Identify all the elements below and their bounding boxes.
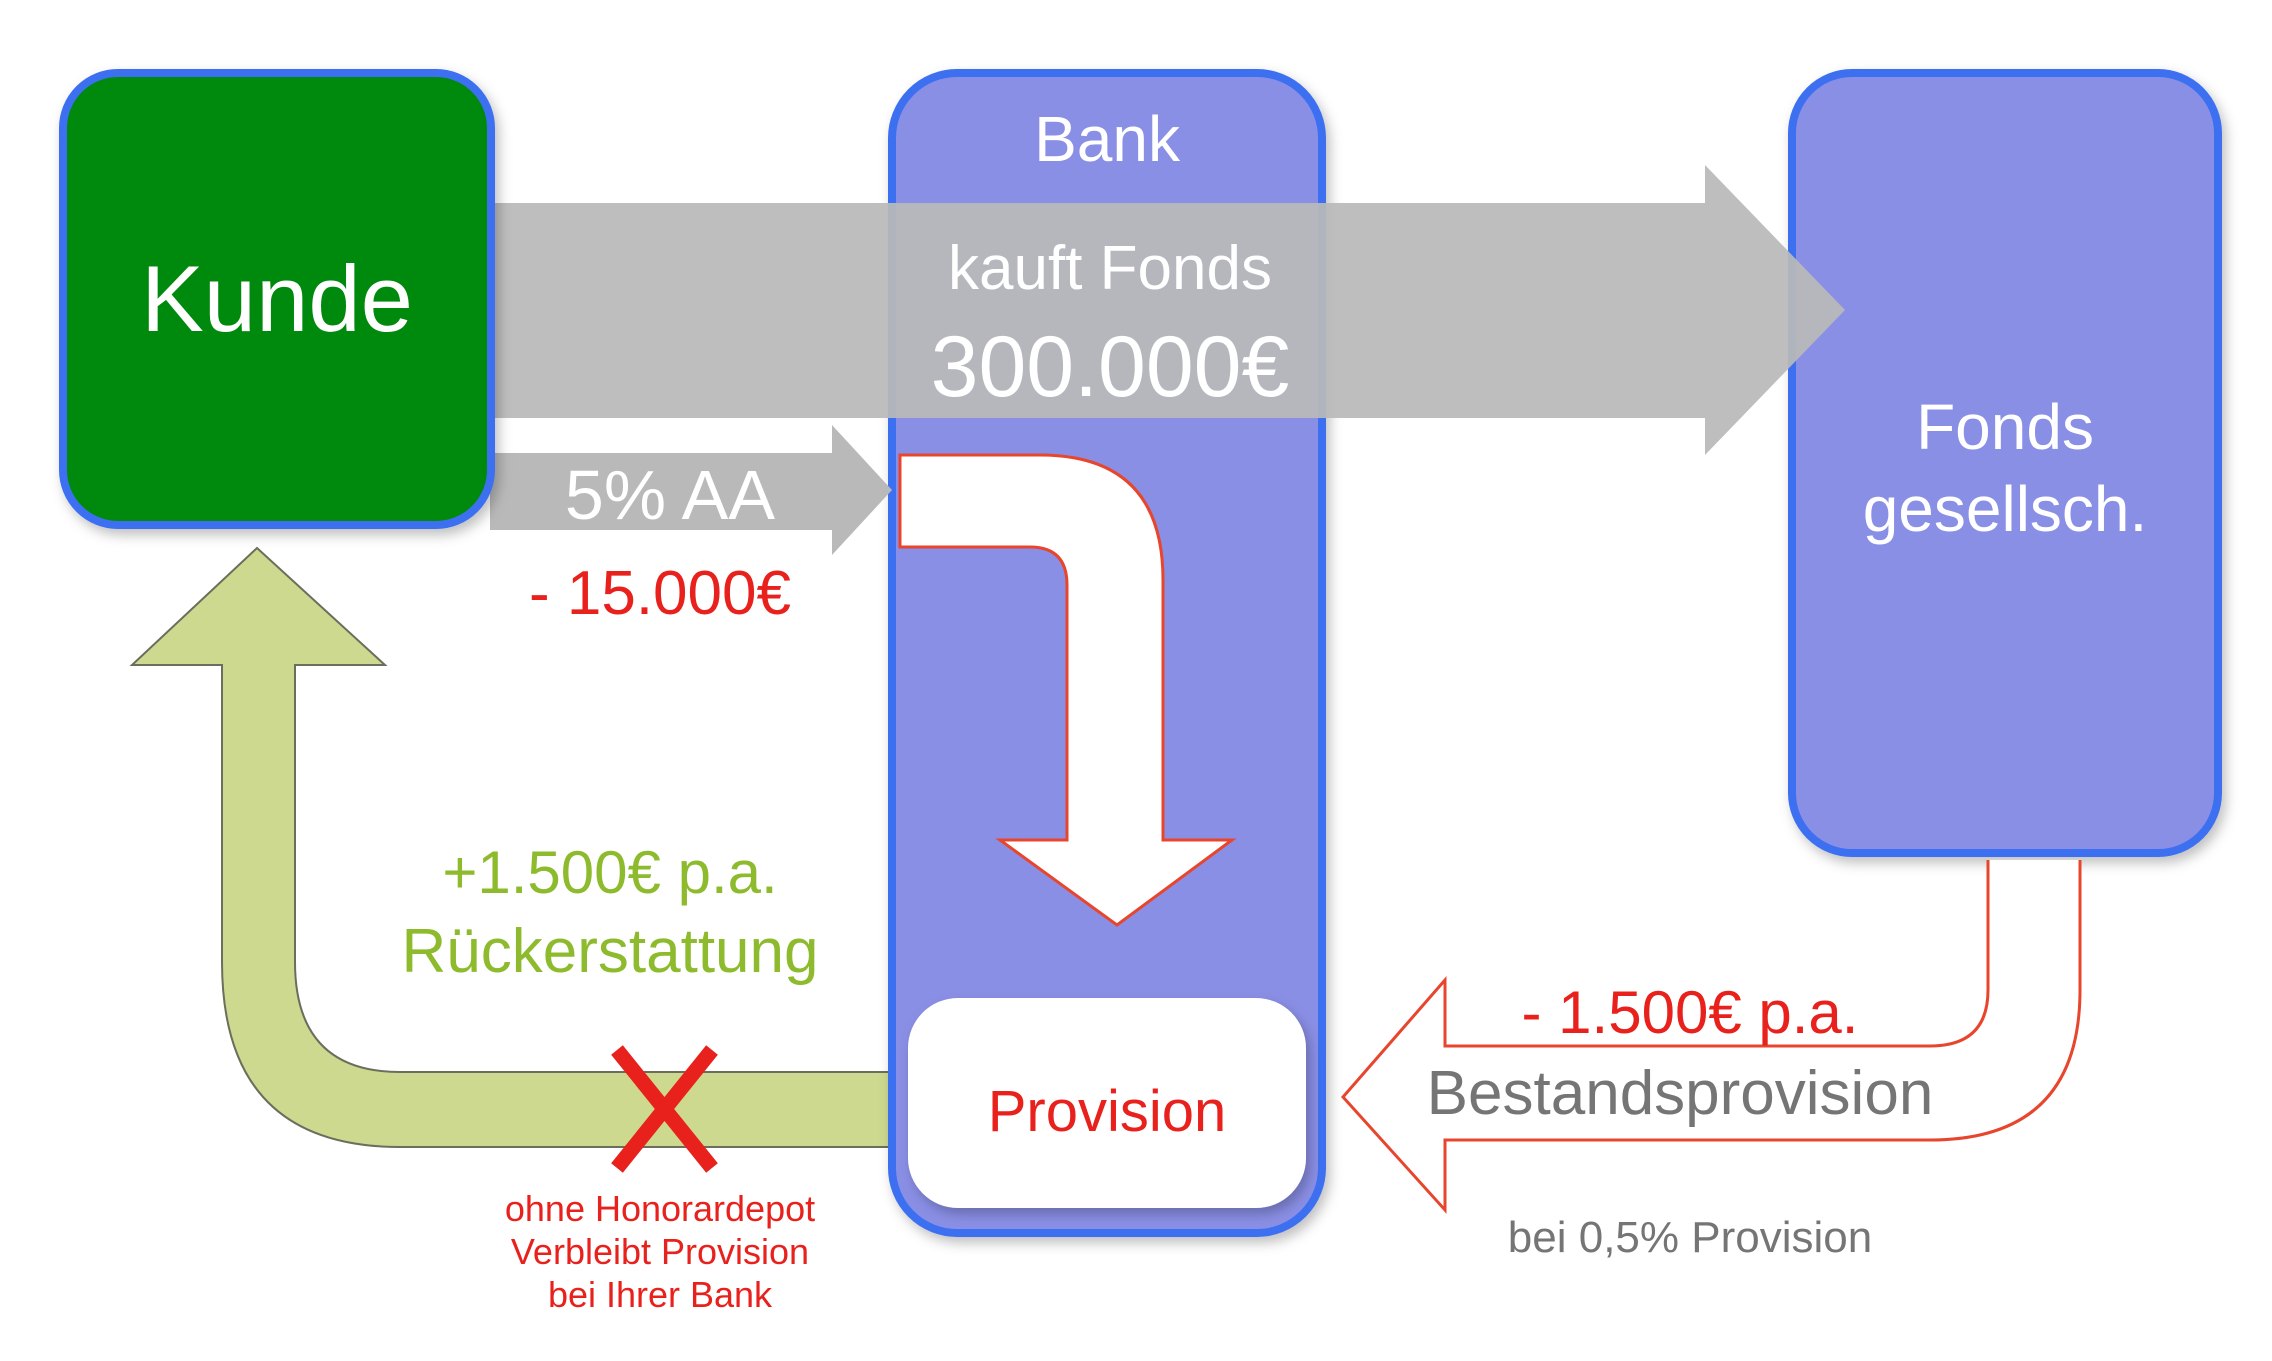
bank-label: Bank: [1034, 103, 1180, 175]
agio-arrow: [490, 425, 892, 555]
provision-flow-arrow: [898, 453, 1237, 927]
refund-arrow: [129, 546, 893, 1148]
trail-label: Bestandsprovision: [1426, 1059, 1934, 1128]
purchase-arrow: [490, 165, 1845, 455]
kunde-label: Kunde: [141, 246, 413, 351]
refund-label: Rückerstattung: [401, 917, 819, 986]
purchase-amount: 300.000€: [930, 319, 1290, 415]
provision-label: Provision: [987, 1079, 1227, 1144]
fonds-box: [1788, 69, 2222, 857]
agio-amount: - 15.000€: [529, 559, 791, 628]
cross-note-line2: Verbleibt Provision: [510, 1231, 810, 1272]
kunde-box: [59, 69, 495, 529]
agio-label: 5% AA: [564, 456, 776, 534]
provision-box: [908, 998, 1306, 1208]
cross-note-line1: ohne Honorardepot: [504, 1188, 816, 1229]
trail-amount: - 1.500€ p.a.: [1521, 979, 1859, 1046]
trail-note: bei 0,5% Provision: [1507, 1213, 1873, 1262]
cross-note-line3: bei Ihrer Bank: [547, 1274, 773, 1315]
purchase-label: kauft Fonds: [948, 234, 1272, 303]
refund-amount: +1.500€ p.a.: [442, 839, 778, 906]
cross-mark: [611, 1045, 718, 1173]
fonds-label-line1: Fonds: [1916, 391, 2094, 463]
fonds-label-line2: gesellsch.: [1862, 473, 2148, 545]
trail-commission-arrow: [1340, 860, 2082, 1214]
